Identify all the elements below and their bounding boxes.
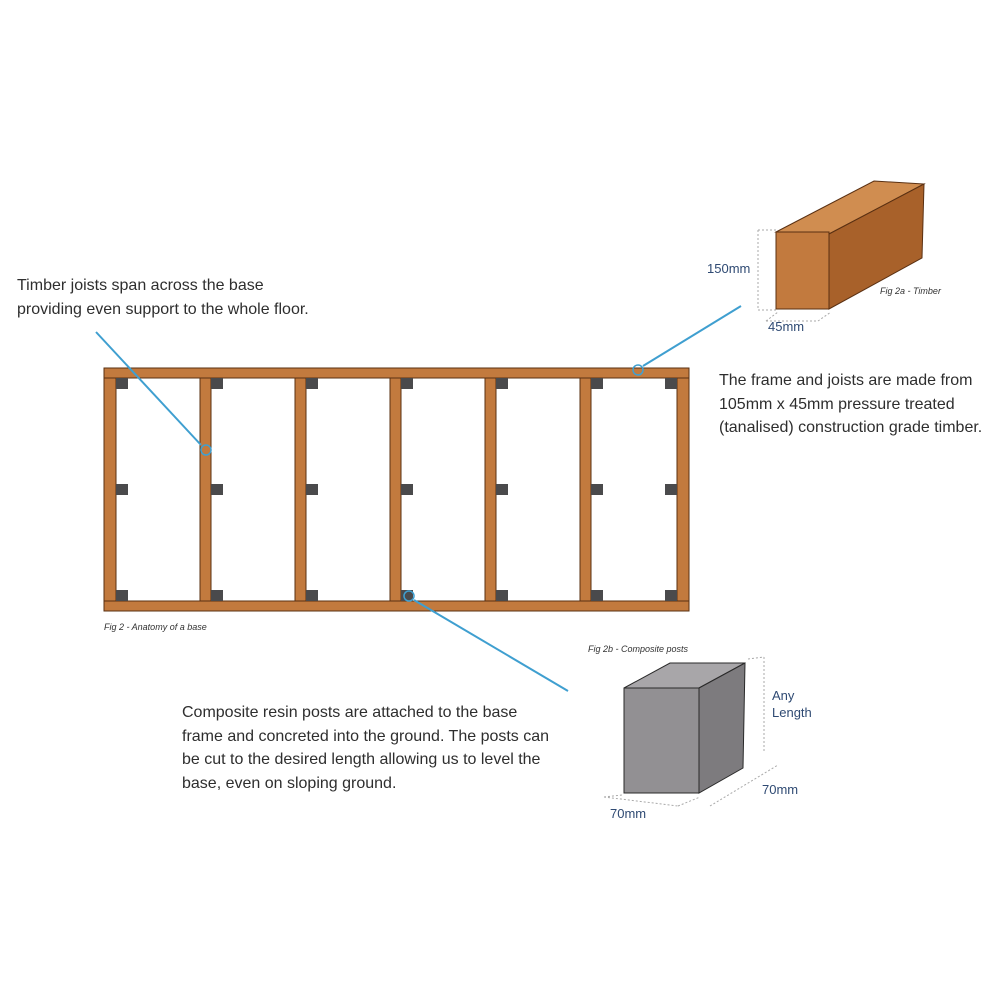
post-marker <box>401 590 413 601</box>
timber-illustration <box>757 180 926 322</box>
post-illustration <box>603 656 779 807</box>
post-marker <box>306 484 318 495</box>
timber-end-face <box>775 231 830 310</box>
post-marker <box>116 484 128 495</box>
joist-3 <box>389 377 402 602</box>
post-marker <box>591 378 603 389</box>
post-marker <box>116 590 128 601</box>
joist-4 <box>484 377 497 602</box>
post-marker <box>306 378 318 389</box>
base-frame <box>103 367 690 612</box>
post-marker <box>211 378 223 389</box>
post-front-face <box>623 687 700 794</box>
post-markers <box>116 378 677 601</box>
post-marker <box>401 484 413 495</box>
posts-annotation-line: Composite resin posts are attached to th… <box>182 704 518 721</box>
post-marker <box>496 378 508 389</box>
post-marker <box>496 484 508 495</box>
post-marker <box>665 378 677 389</box>
frame-top-rail <box>103 367 690 379</box>
post-marker <box>591 484 603 495</box>
joists-annotation-line: Timber joists span across the base <box>17 277 264 294</box>
timber-leader-marker <box>632 364 644 376</box>
joist-1 <box>199 377 212 602</box>
frame-annotation-line: 105mm x 45mm pressure treated <box>719 395 955 413</box>
frame-right-joist <box>676 377 690 602</box>
post-marker <box>211 484 223 495</box>
posts-annotation-line: frame and concreted into the ground. The… <box>182 727 550 745</box>
frame-bottom-rail <box>103 600 690 612</box>
timber-leader-line <box>642 305 742 367</box>
fig2-caption: Fig 2 - Anatomy of a base <box>104 622 207 632</box>
joist-5 <box>579 377 592 602</box>
post-depth-label: 70mm <box>610 806 646 821</box>
frame-annotation-line: The frame and joists are made from <box>719 372 973 389</box>
post-length-label-line1: Any <box>772 688 795 703</box>
post-marker <box>401 378 413 389</box>
frame-left-joist <box>103 377 117 602</box>
posts-annotation: Composite resin posts are attached to th… <box>182 701 549 795</box>
leader-lines <box>95 305 742 692</box>
posts-annotation-line: be cut to the desired length allowing us… <box>182 751 541 768</box>
joist-leader-marker <box>200 444 212 456</box>
post-marker <box>665 590 677 601</box>
frame-annotation-line: (tanalised) construction grade timber. <box>719 419 983 436</box>
post-marker <box>496 590 508 601</box>
fig2a-caption: Fig 2a - Timber <box>880 286 942 296</box>
posts-annotation-line: base, even on sloping ground. <box>182 774 397 792</box>
post-leader-marker <box>403 590 415 602</box>
post-length-label-line2: Length <box>772 705 812 720</box>
post-leader-line <box>413 599 569 692</box>
frame-annotation: The frame and joists are made from 105mm… <box>719 369 982 440</box>
fig2b-caption: Fig 2b - Composite posts <box>588 644 689 654</box>
timber-height-label: 150mm <box>707 261 750 276</box>
post-marker <box>665 484 677 495</box>
post-marker <box>591 590 603 601</box>
post-width-label: 70mm <box>762 782 798 797</box>
joist-leader-line <box>95 331 202 446</box>
post-marker <box>211 590 223 601</box>
joists-annotation: Timber joists span across the base provi… <box>17 274 309 321</box>
post-marker <box>116 378 128 389</box>
post-marker <box>306 590 318 601</box>
timber-width-label: 45mm <box>768 319 804 334</box>
joists-annotation-line: providing even support to the whole floo… <box>17 300 309 318</box>
joist-2 <box>294 377 307 602</box>
